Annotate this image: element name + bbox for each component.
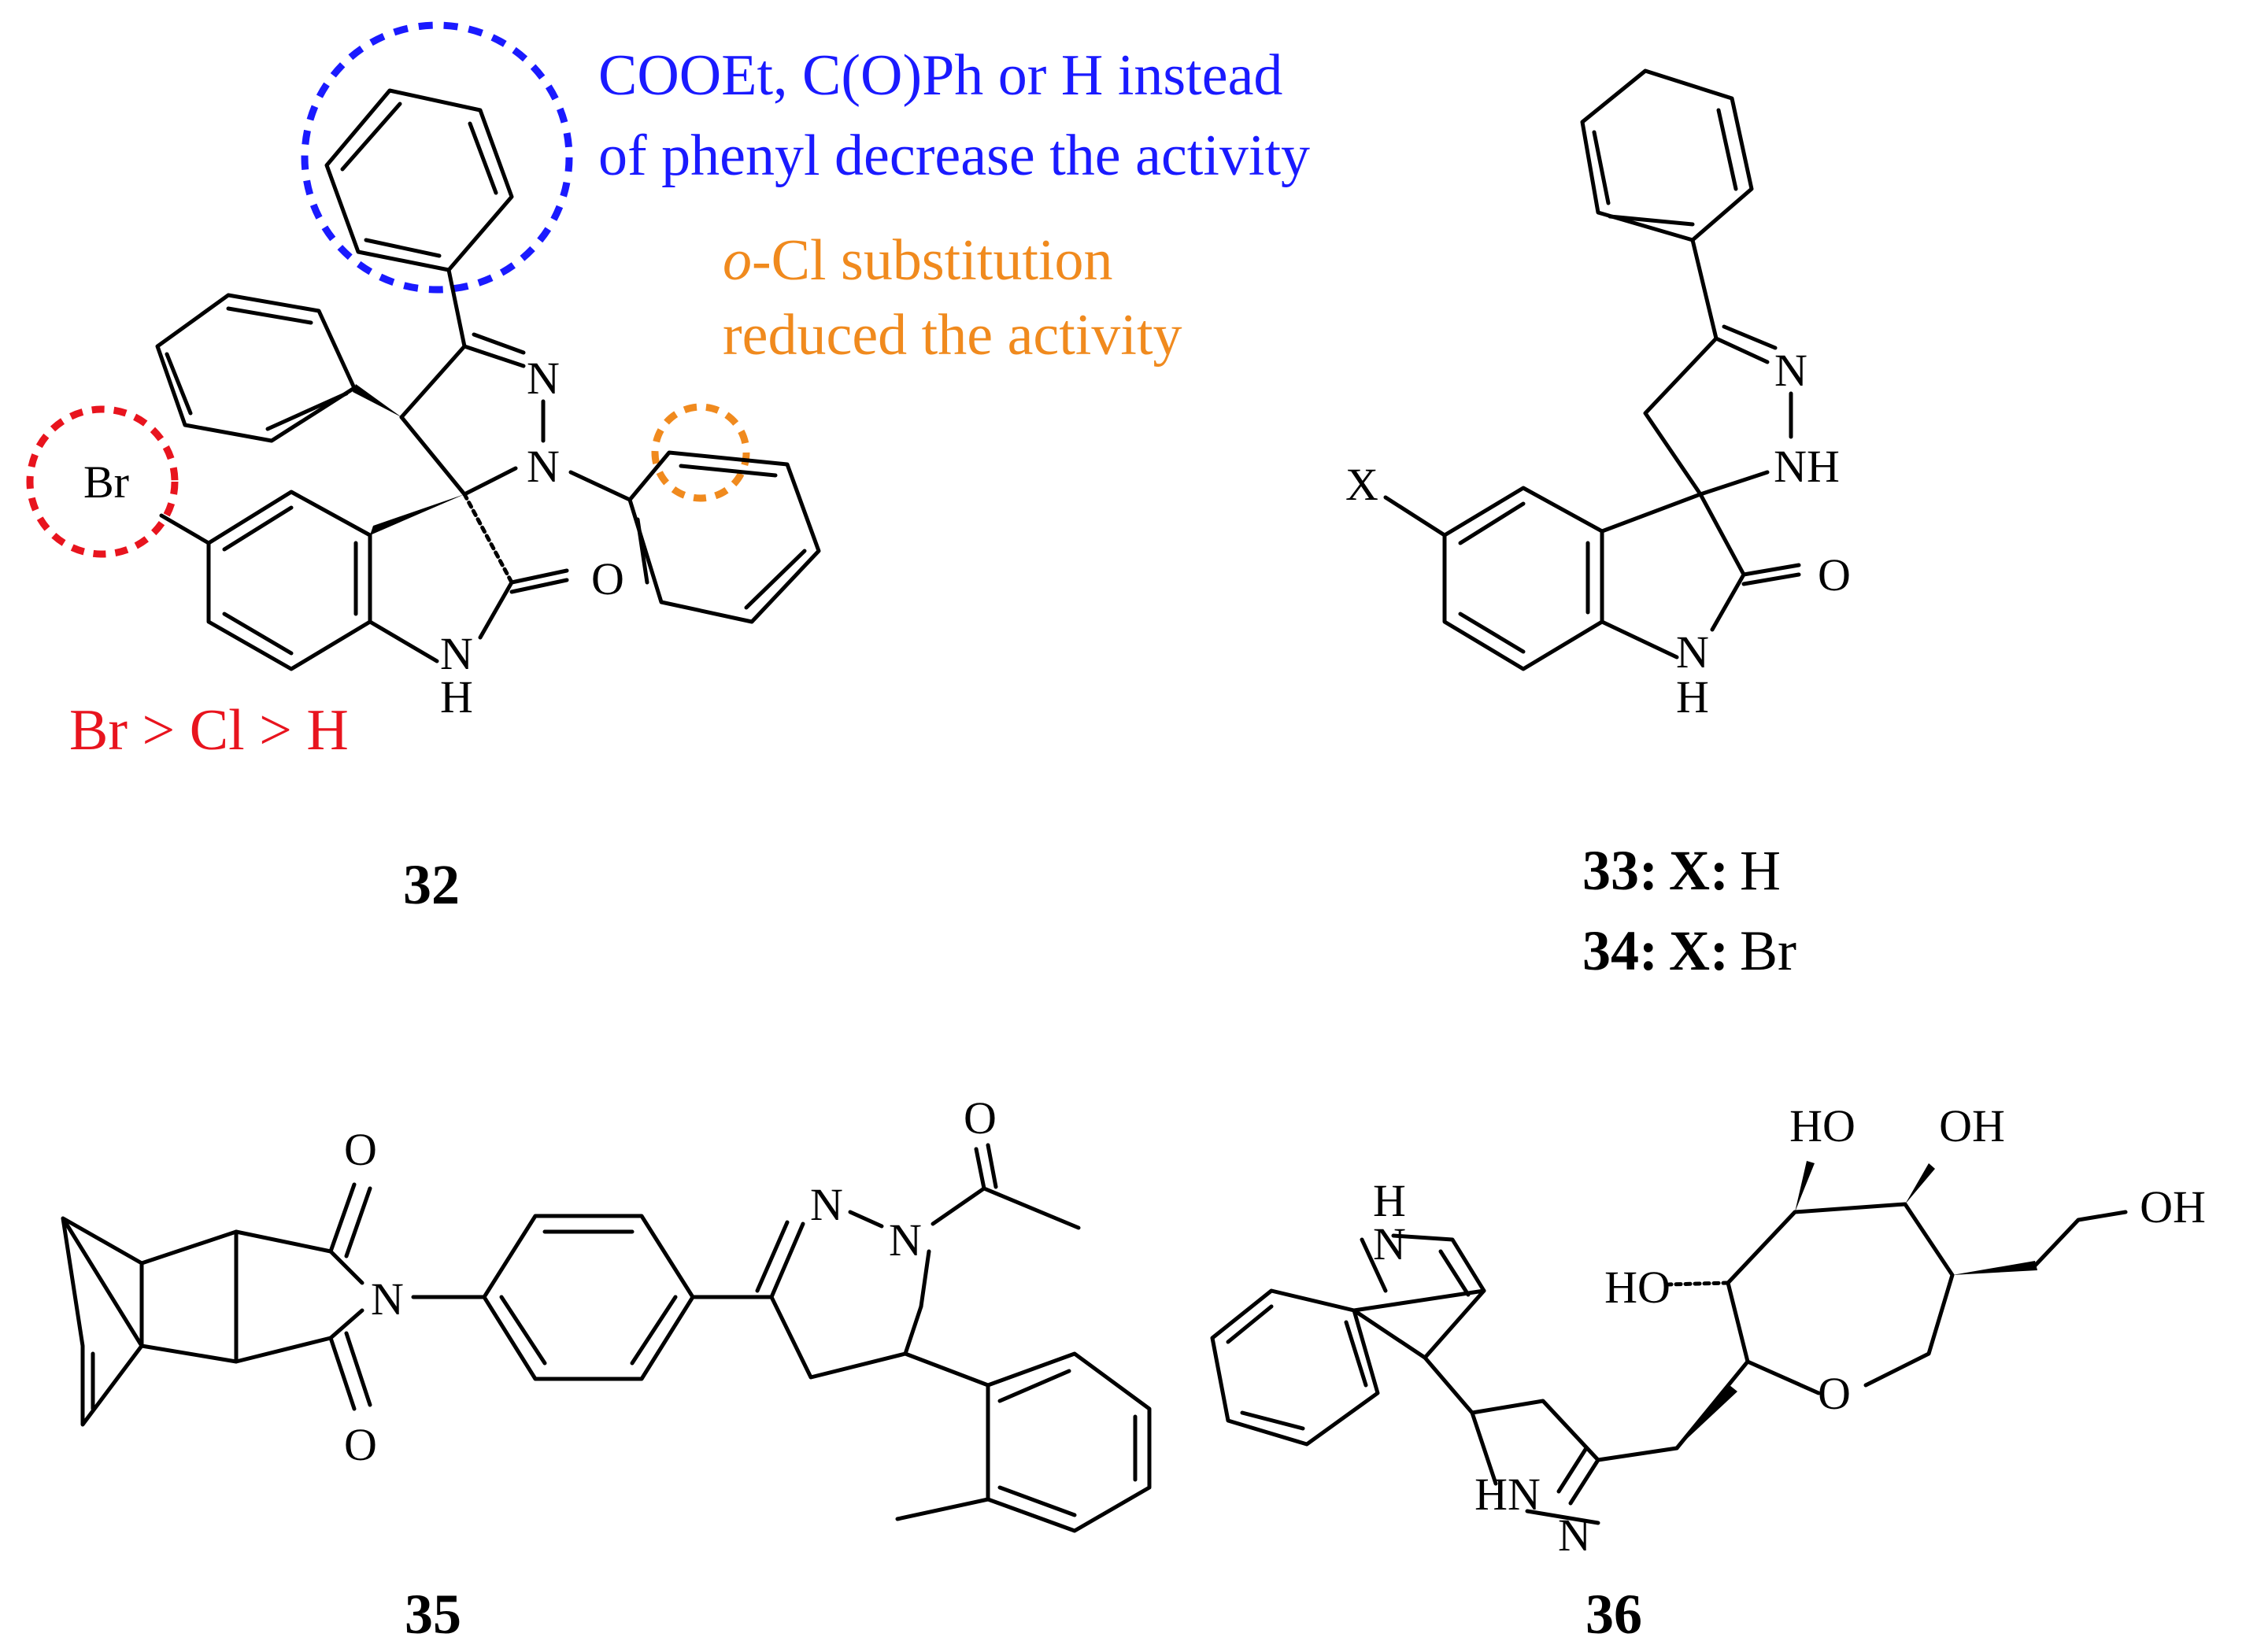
- compound-33-34: N NH O N H X 33:X:H 34:X:Br: [1345, 68, 1851, 982]
- atom-HO: HO: [1789, 1100, 1856, 1151]
- compound-32: N N O N H Br COOEt, C(O)Ph or H instead …: [26, 21, 1310, 916]
- top-phenyl-ring: [324, 88, 514, 272]
- compound-label-34: 34:X:Br: [1582, 919, 1796, 982]
- compound-number-32: 32: [403, 853, 460, 916]
- atom-N: N: [1373, 1218, 1406, 1269]
- atom-H: H: [440, 671, 473, 723]
- phenylene-ring: [482, 1214, 695, 1381]
- atom-N: N: [889, 1214, 922, 1266]
- red-dashed-circle: [26, 405, 179, 558]
- x-label: X:: [1669, 839, 1729, 902]
- atom-O: O: [344, 1124, 377, 1175]
- atom-HN: HN: [1474, 1469, 1541, 1520]
- blue-annotation-line2: of phenyl decrease the activity: [598, 124, 1310, 188]
- atom-Br: Br: [83, 456, 129, 508]
- red-annotation: Br > Cl > H: [69, 698, 349, 763]
- atom-X: X: [1345, 459, 1378, 510]
- atom-N: N: [440, 628, 473, 679]
- compound-number-36: 36: [1585, 1583, 1642, 1646]
- compound-36: H N HN N O HO HO OH OH 36: [1210, 1100, 2206, 1646]
- orange-annotation-line1: o-Cl substitution: [723, 228, 1112, 293]
- blue-dashed-circle: [301, 21, 573, 294]
- x-label: X:: [1669, 919, 1729, 982]
- x-value: H: [1740, 839, 1781, 902]
- compound-35: O O N N N O 35: [61, 1092, 1152, 1646]
- compound-number-34: 34:: [1582, 919, 1658, 982]
- compound-number-33: 33:: [1582, 839, 1658, 902]
- x-value: Br: [1740, 919, 1796, 982]
- compound-number-35: 35: [405, 1583, 461, 1646]
- n-phenyl-ring: [627, 450, 821, 624]
- atom-O: O: [591, 553, 624, 604]
- atom-NH: NH: [1774, 441, 1840, 492]
- orange-annotation-prefix: o: [723, 228, 752, 293]
- atom-N: N: [1558, 1510, 1591, 1561]
- atom-HO: HO: [1604, 1262, 1671, 1313]
- orange-annotation-rest: -Cl substitution: [752, 228, 1112, 293]
- orange-dashed-circle: [651, 403, 750, 502]
- atom-N: N: [527, 441, 560, 492]
- atom-OH: OH: [1939, 1100, 2005, 1151]
- atom-N: N: [371, 1273, 404, 1325]
- atom-H: H: [1676, 671, 1709, 723]
- left-phenyl-ring: [155, 293, 357, 443]
- atom-N: N: [527, 353, 560, 404]
- atom-O: O: [1818, 1368, 1851, 1419]
- atom-O: O: [964, 1092, 997, 1144]
- atom-H: H: [1373, 1175, 1406, 1226]
- atom-N: N: [1774, 345, 1807, 396]
- atom-OH: OH: [2140, 1181, 2206, 1233]
- atom-O: O: [344, 1419, 377, 1470]
- phenyl-ring: [1580, 68, 1754, 242]
- atom-N: N: [1676, 626, 1709, 678]
- atom-N: N: [810, 1179, 843, 1230]
- orange-annotation-line2: reduced the activity: [723, 303, 1182, 368]
- compound-label-33: 33:X:H: [1582, 839, 1781, 902]
- atom-O: O: [1818, 549, 1851, 601]
- blue-annotation-line1: COOEt, C(O)Ph or H instead: [598, 43, 1282, 108]
